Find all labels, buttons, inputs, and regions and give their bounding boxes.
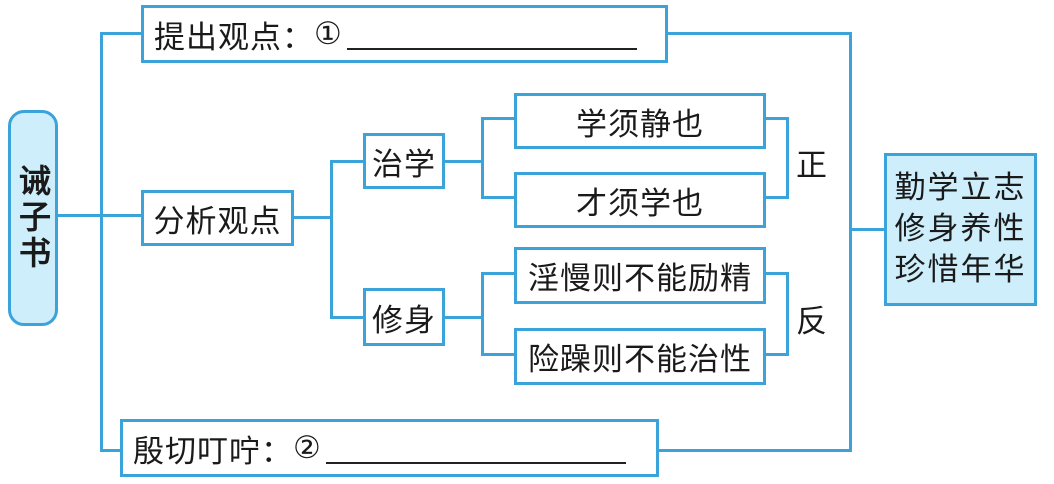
study-connector <box>443 160 483 163</box>
blank-marker-1: ① <box>314 16 343 52</box>
root-title: 诫子书 <box>14 164 52 272</box>
study-to-item2 <box>481 196 516 199</box>
study-item-box: 学须静也 <box>514 93 766 149</box>
root-connector <box>57 214 103 217</box>
study-branch-vertical <box>481 117 484 198</box>
answer-blank-1[interactable] <box>346 18 637 50</box>
study-item-box: 才须学也 <box>514 172 766 228</box>
cultivation-to-item1 <box>481 272 516 275</box>
positive-bracket-vertical <box>786 117 789 199</box>
conclusion-box: 勤学立志 修身养性 珍惜年华 <box>884 153 1037 306</box>
trunk-to-propose <box>100 32 143 35</box>
trunk-to-exhort <box>100 449 122 452</box>
analyze-box: 分析观点 <box>141 190 294 246</box>
left-trunk <box>100 32 103 452</box>
positive-bracket-bottom <box>764 196 788 199</box>
blank-marker-2: ② <box>293 430 322 466</box>
cultivation-item: 险躁则不能治性 <box>528 342 752 378</box>
cultivation-item-box: 淫慢则不能励精 <box>514 247 766 304</box>
branch-to-cultivation <box>330 316 365 319</box>
cultivation-item-box: 险躁则不能治性 <box>514 328 766 385</box>
conclusion-line: 珍惜年华 <box>894 252 1027 288</box>
study-to-item1 <box>481 117 516 120</box>
negative-bracket-top <box>764 272 788 275</box>
exhort-label: 殷切叮咛： <box>133 433 293 470</box>
conclusion-line: 勤学立志 <box>894 170 1027 206</box>
analyze-branch-vertical <box>330 160 333 318</box>
negative-bracket-bottom <box>764 353 788 356</box>
study-label: 治学 <box>372 146 436 183</box>
cultivation-item: 淫慢则不能励精 <box>528 261 752 297</box>
cultivation-box: 修身 <box>363 288 445 346</box>
positive-mark: 正 <box>796 148 827 184</box>
cultivation-label: 修身 <box>372 302 436 339</box>
root-title-box: 诫子书 <box>8 110 58 326</box>
answer-blank-2[interactable] <box>325 432 626 464</box>
trunk-to-analyze <box>100 214 143 217</box>
right-trunk-to-conclusion <box>849 228 886 231</box>
exhort-to-right-trunk <box>657 449 852 452</box>
analyze-label: 分析观点 <box>153 203 282 240</box>
analyze-connector <box>292 216 332 219</box>
right-trunk <box>849 32 852 452</box>
cultivation-to-item2 <box>481 353 516 356</box>
conclusion-line: 修身养性 <box>894 211 1027 247</box>
cultivation-branch-vertical <box>481 272 484 356</box>
study-item: 学须静也 <box>576 106 704 143</box>
cultivation-connector <box>443 316 483 319</box>
study-box: 治学 <box>363 133 445 189</box>
negative-bracket-vertical <box>786 272 789 356</box>
branch-to-study <box>330 160 365 163</box>
propose-box: 提出观点：① <box>141 5 668 63</box>
exhort-box: 殷切叮咛：② <box>120 419 659 477</box>
positive-bracket-top <box>764 117 788 120</box>
study-item: 才须学也 <box>576 185 704 222</box>
negative-mark: 反 <box>796 304 827 340</box>
propose-label: 提出观点： <box>154 19 314 56</box>
propose-to-right-trunk <box>666 32 852 35</box>
